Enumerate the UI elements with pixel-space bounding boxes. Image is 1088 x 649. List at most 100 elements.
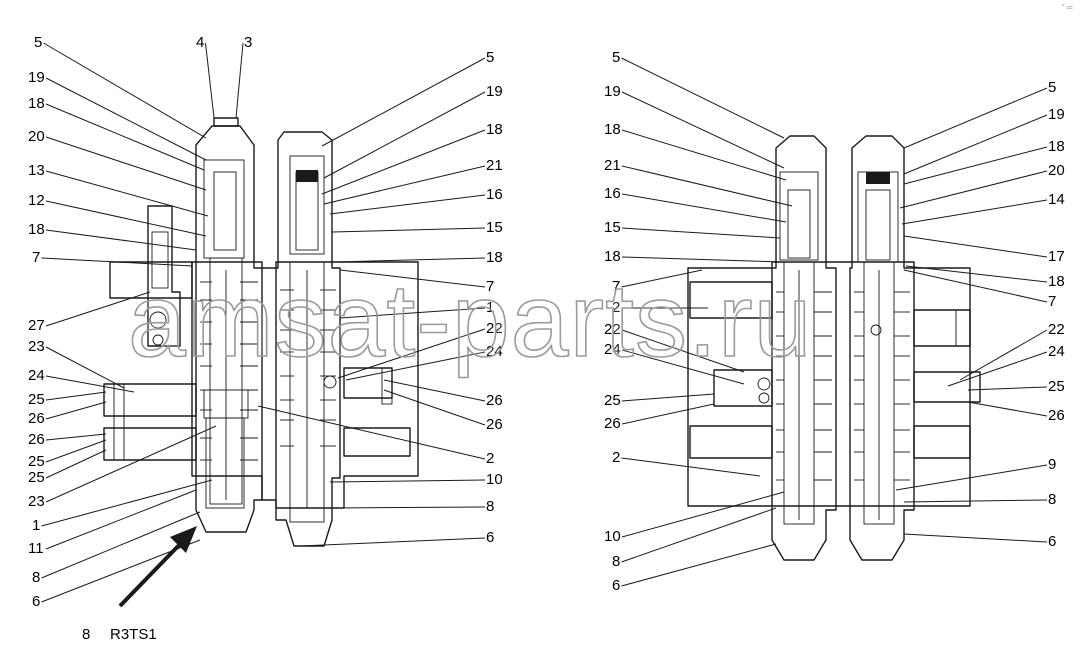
right-callout-19: 19 <box>604 83 621 100</box>
left-leader-2 <box>257 405 486 460</box>
right-leader-2 <box>621 457 761 477</box>
right-leader-6 <box>903 533 1048 543</box>
right-callout-16: 16 <box>604 185 621 202</box>
right-callout-5: 5 <box>1048 79 1056 96</box>
view-arrow-head <box>170 526 197 553</box>
right-port-right-lower <box>913 425 971 459</box>
corner-mark: “ ═ <box>1062 3 1073 12</box>
right-leader-25 <box>967 386 1048 391</box>
left-leader-12 <box>45 200 207 237</box>
left-leader-7 <box>339 269 486 288</box>
left-callout-5: 5 <box>486 49 494 66</box>
left-leader-6 <box>299 537 486 547</box>
right-callout-20: 20 <box>1048 162 1065 179</box>
left-callout-8: 8 <box>32 569 40 586</box>
right-callout-21: 21 <box>604 157 621 174</box>
left-cap-top <box>213 117 239 127</box>
left-spring-a <box>213 171 237 251</box>
left-leader-25 <box>45 391 107 401</box>
right-leader-5 <box>903 87 1048 149</box>
left-leader-5 <box>43 42 207 139</box>
left-callout-18: 18 <box>486 121 503 138</box>
left-callout-23: 23 <box>28 338 45 355</box>
callout-leader-lines <box>41 42 1048 603</box>
left-callout-12: 12 <box>28 192 45 209</box>
left-callout-5: 5 <box>34 34 42 51</box>
right-callout-18: 18 <box>604 121 621 138</box>
left-leader-7 <box>41 257 193 267</box>
right-leader-22 <box>959 329 1048 381</box>
left-leader-25 <box>45 449 107 479</box>
left-relief-spring <box>151 231 169 289</box>
left-callout-10: 10 <box>486 471 503 488</box>
right-port-flange <box>955 309 971 347</box>
left-spring-chamber-a <box>203 159 245 259</box>
left-leader-3 <box>235 42 244 119</box>
left-leader-27 <box>45 291 151 327</box>
right-callout-18: 18 <box>1048 138 1065 155</box>
right-spool-housing-a <box>771 135 837 561</box>
left-callout-21: 21 <box>486 157 503 174</box>
right-port-left-upper <box>689 281 773 319</box>
right-leader-10 <box>621 491 785 538</box>
right-callout-7: 7 <box>612 278 620 295</box>
right-spring-chamber-b <box>857 171 899 263</box>
view-arrow-shaft <box>118 538 186 608</box>
left-leader-8 <box>331 506 486 509</box>
left-callout-6: 6 <box>32 593 40 610</box>
left-callout-24: 24 <box>28 367 45 384</box>
right-callout-8: 8 <box>612 553 620 570</box>
left-callout-27: 27 <box>28 317 45 334</box>
left-leader-18 <box>335 257 486 263</box>
right-retainer-b <box>866 172 890 184</box>
right-spring-b <box>865 189 891 261</box>
caption-view-number: 8 <box>82 626 90 643</box>
left-leader-5 <box>321 57 486 147</box>
right-port-right-upper <box>913 309 971 347</box>
right-leader-17 <box>903 235 1048 258</box>
right-callout-22: 22 <box>1048 321 1065 338</box>
left-callout-19: 19 <box>486 83 503 100</box>
left-leader-26 <box>45 433 107 441</box>
right-callout-10: 10 <box>604 528 621 545</box>
left-callout-13: 13 <box>28 162 45 179</box>
right-leader-24 <box>947 351 1048 387</box>
left-leader-10 <box>329 479 486 483</box>
right-leader-18 <box>621 129 787 181</box>
left-spool-housing-b <box>275 131 341 547</box>
right-callout-19: 19 <box>1048 106 1065 123</box>
right-callout-2: 2 <box>612 449 620 466</box>
left-main-body <box>191 261 419 509</box>
right-main-body <box>687 261 971 507</box>
right-leader-19 <box>903 114 1048 175</box>
left-spool-housing-a <box>195 125 263 533</box>
left-callout-25: 25 <box>28 453 45 470</box>
left-callout-22: 22 <box>486 320 503 337</box>
left-callout-3: 3 <box>244 34 252 51</box>
right-callout-17: 17 <box>1048 248 1065 265</box>
right-callout-8: 8 <box>1048 491 1056 508</box>
right-port-right-mid <box>913 371 981 403</box>
right-leader-25 <box>621 393 715 402</box>
left-leader-26 <box>383 379 486 402</box>
left-leader-4 <box>205 42 215 119</box>
left-callout-24: 24 <box>486 343 503 360</box>
left-leader-13 <box>45 170 209 217</box>
valve-drawing <box>103 117 981 561</box>
left-leader-23 <box>45 425 217 503</box>
right-callout-22: 22 <box>604 321 621 338</box>
right-leader-7 <box>621 269 703 288</box>
right-callout-14: 14 <box>1048 191 1065 208</box>
right-callout-6: 6 <box>612 577 620 594</box>
left-leader-24 <box>45 375 135 393</box>
left-detail-ball <box>152 334 164 346</box>
right-leader-14 <box>901 199 1048 225</box>
right-leader-26 <box>621 403 715 425</box>
right-leader-9 <box>895 464 1048 491</box>
right-leader-6 <box>621 543 777 587</box>
caption-model-code: R3TS1 <box>110 626 157 643</box>
left-spool-bore-a <box>209 257 243 505</box>
left-callout-6: 6 <box>486 529 494 546</box>
left-callout-18: 18 <box>486 249 503 266</box>
